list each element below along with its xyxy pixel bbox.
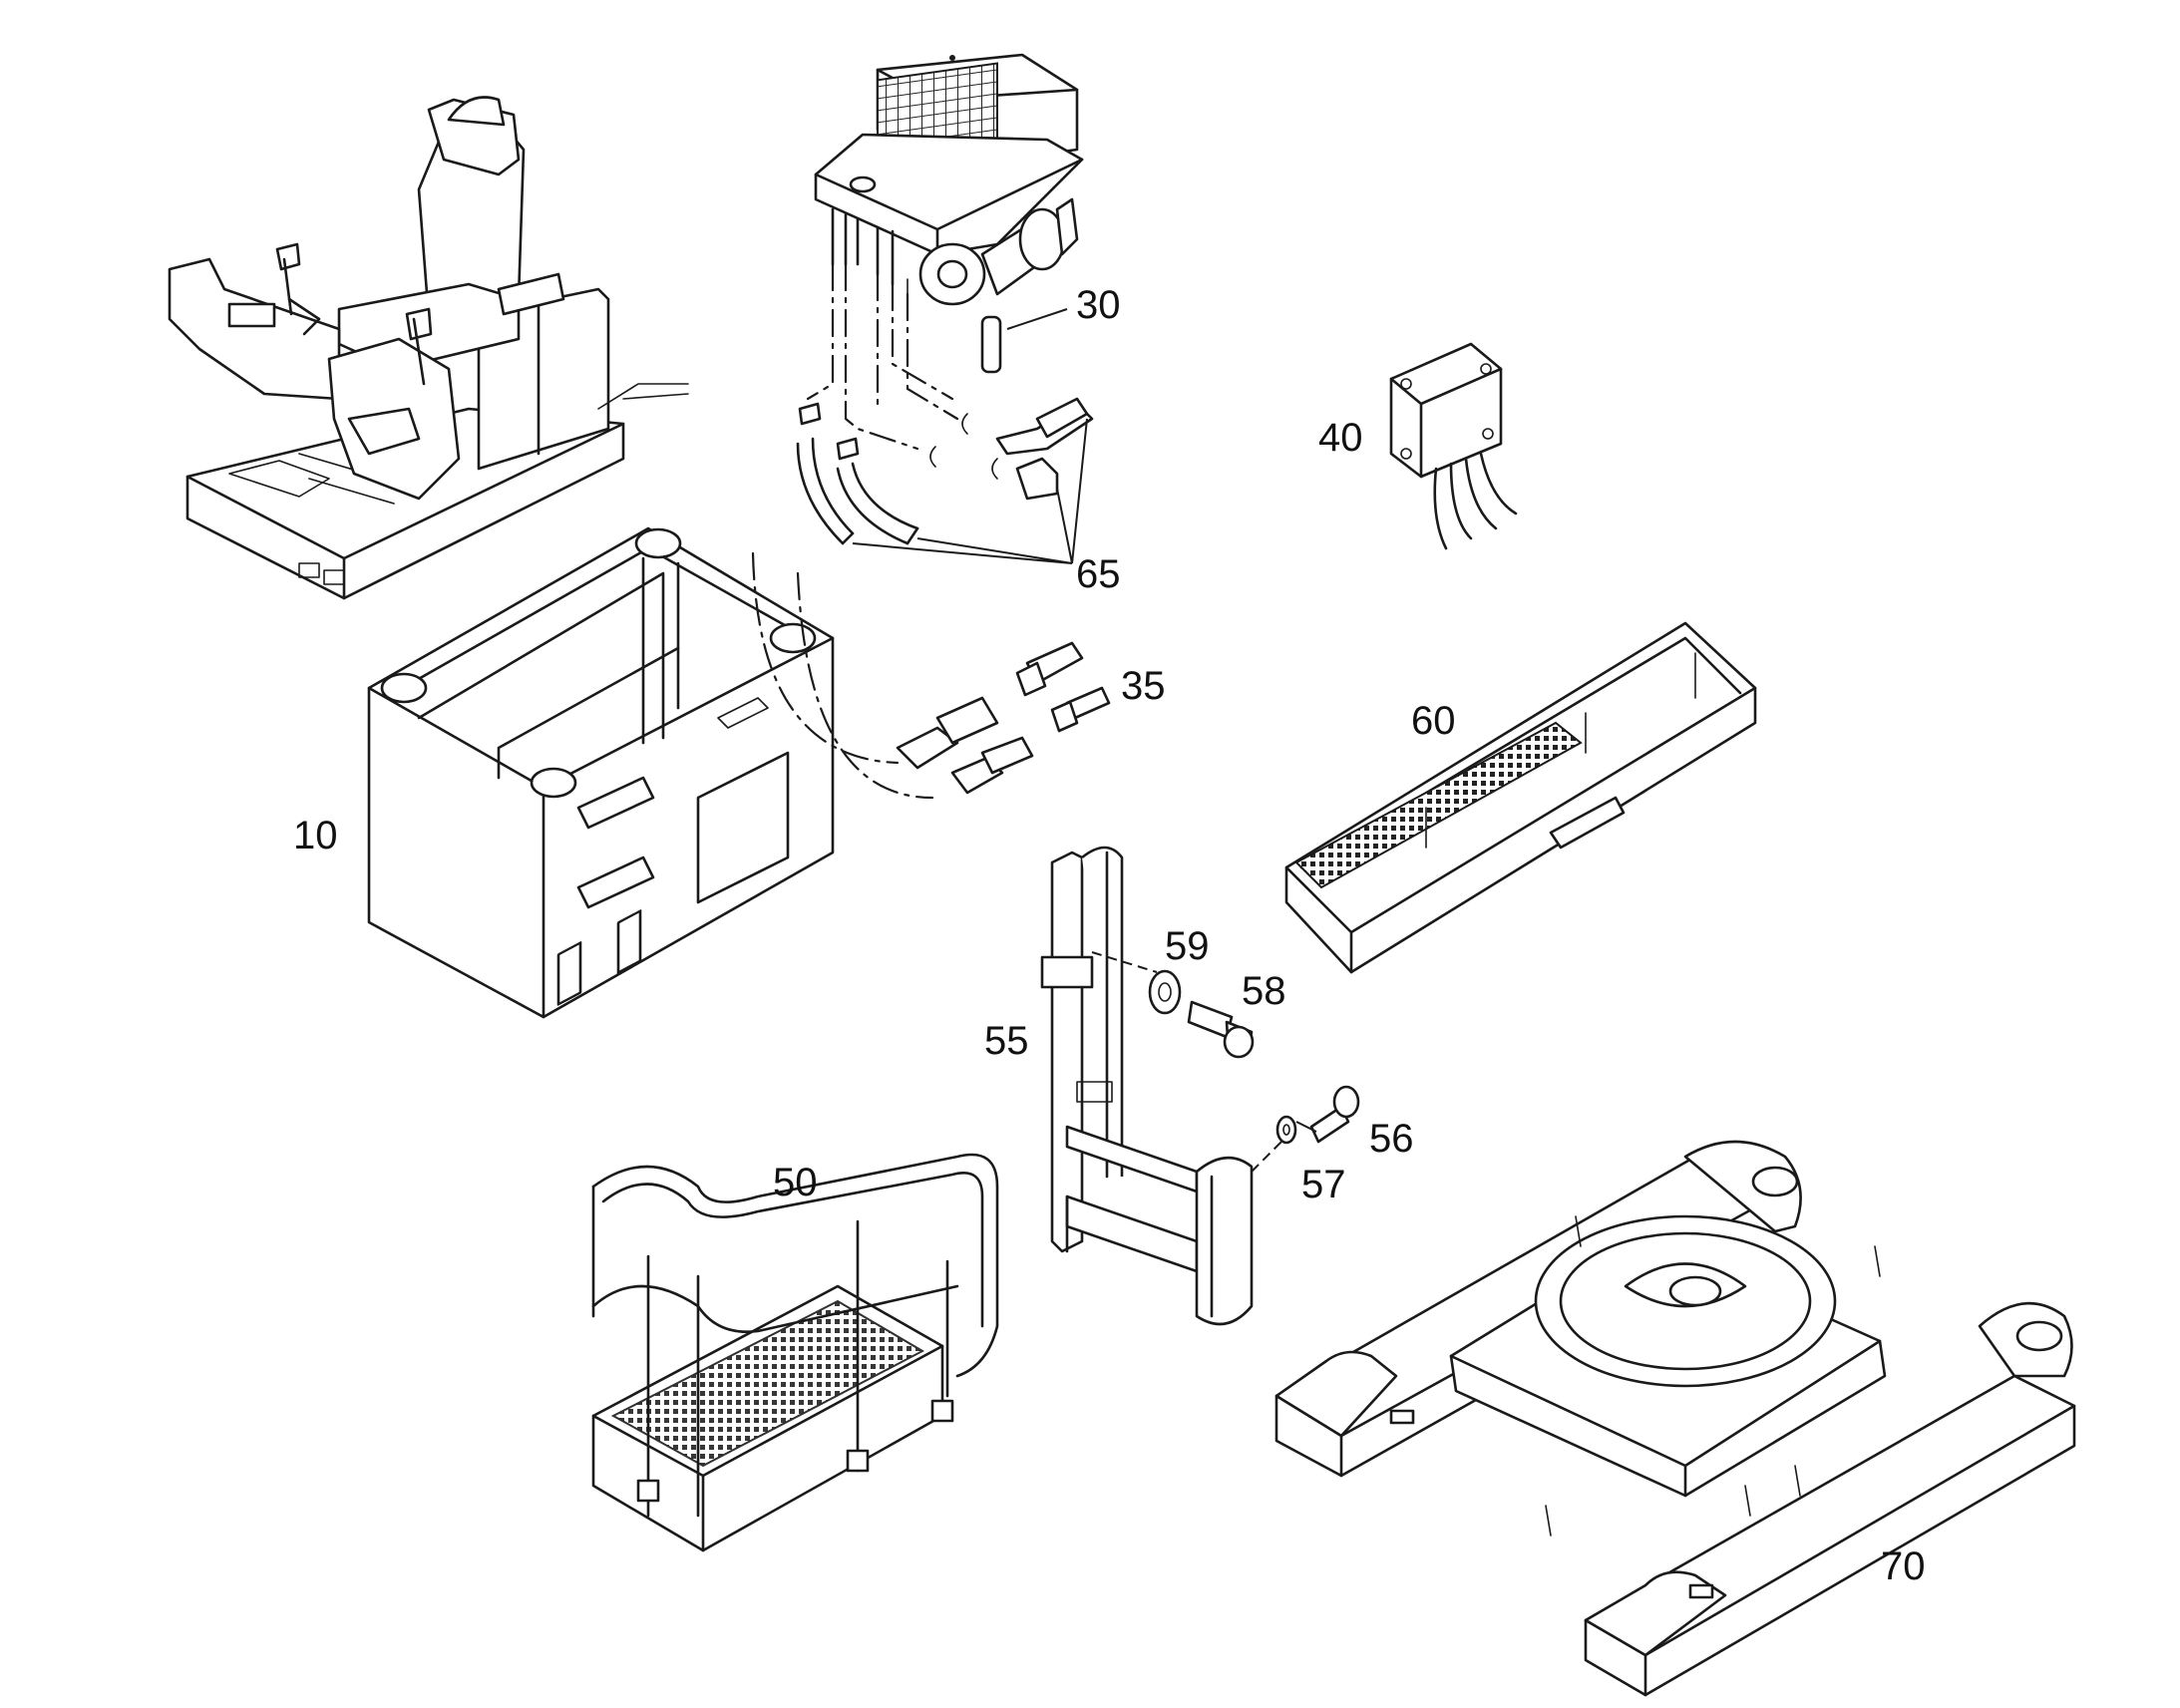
access-ladder: [1040, 846, 1287, 1326]
callout-55: 55: [984, 1019, 1029, 1063]
washer-and-bolt: [1148, 969, 1255, 1059]
hose-kit: [796, 397, 1094, 564]
callout-40: 40: [1318, 416, 1363, 460]
control-box: [1389, 342, 1518, 550]
callout-leaders: [1295, 1121, 1317, 1133]
platform-railing: [591, 1153, 999, 1552]
callout-57: 57: [1301, 1163, 1346, 1206]
walkway-panel: [1284, 621, 1757, 974]
callout-50: 50: [773, 1161, 818, 1204]
callout-35: 35: [1121, 664, 1166, 708]
heater-unit: [814, 53, 1084, 374]
hose-fittings: [896, 641, 1111, 795]
callout-59: 59: [1165, 924, 1210, 968]
callout-65: 65: [1076, 552, 1121, 596]
callout-58: 58: [1242, 969, 1286, 1013]
undercarriage: [1274, 1140, 2076, 1697]
main-frame: [367, 526, 835, 1019]
operator-seat-assembly: [168, 96, 689, 600]
callout-60: 60: [1411, 699, 1456, 743]
callout-70: 70: [1881, 1544, 1926, 1588]
callout-30: 30: [1076, 283, 1121, 327]
frame-fitting-connection-lines: [751, 551, 934, 800]
callout-10: 10: [293, 814, 338, 857]
washer-and-screw: [1275, 1085, 1360, 1145]
heater-hose-connection-lines: [806, 262, 959, 451]
callout-56: 56: [1369, 1117, 1414, 1161]
